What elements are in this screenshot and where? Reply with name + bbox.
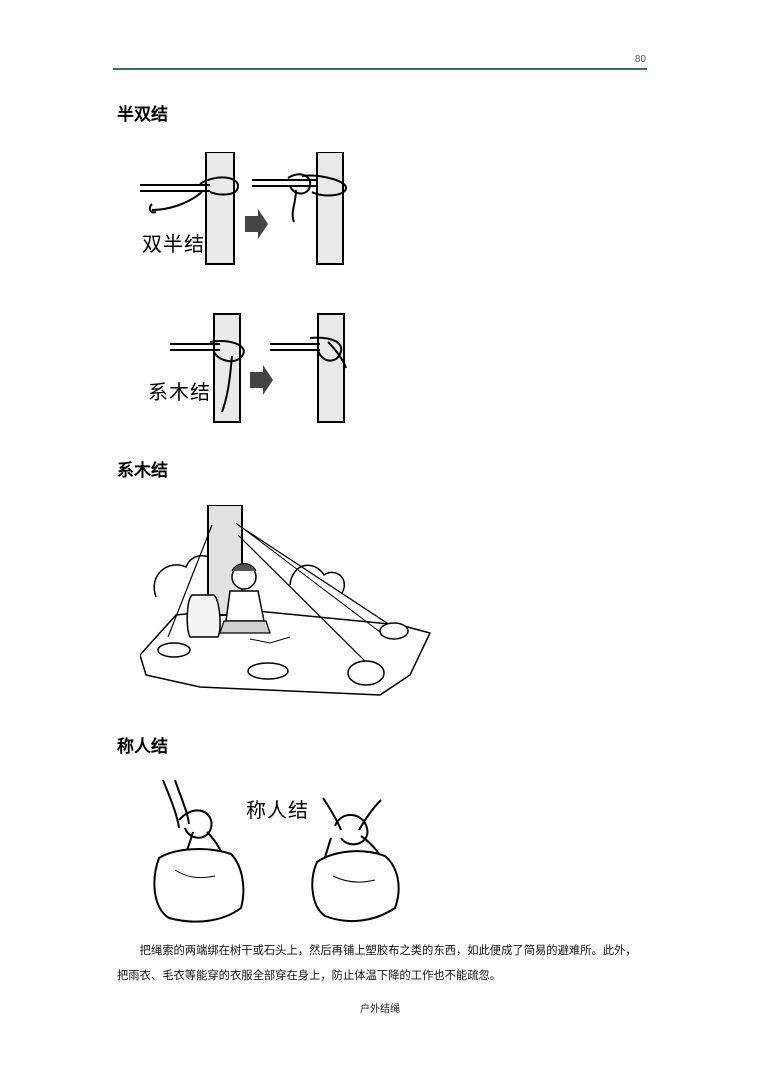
section-heading-double-half-hitch: 半双结 (117, 105, 168, 125)
double-half-hitch-label: 双半结 (142, 232, 205, 256)
double-half-hitch-illustration (140, 152, 348, 265)
timber-hitch-label: 系木结 (148, 380, 211, 404)
double-half-hitch-figure: 双半结 (140, 152, 365, 267)
bowline-illustration (153, 780, 400, 923)
bowline-label: 称人结 (246, 798, 309, 822)
section-heading-bowline: 称人结 (117, 737, 168, 757)
section-heading-timber-hitch: 系木结 (117, 461, 168, 481)
timber-hitch-figure: 系木结 (148, 312, 360, 424)
body-paragraph: 把绳索的两端绑在树干或石头上，然后再铺上塑胶布之类的东西，如此便成了简易的避难所… (117, 944, 637, 982)
shelter-illustration (140, 505, 432, 696)
page-number: 80 (634, 54, 646, 65)
shelter-figure (140, 505, 440, 700)
header-rule (113, 68, 647, 70)
timber-hitch-illustration (170, 313, 347, 423)
bowline-figure: 称人结 (145, 780, 435, 925)
page-footer: 户外结绳 (360, 1004, 400, 1015)
